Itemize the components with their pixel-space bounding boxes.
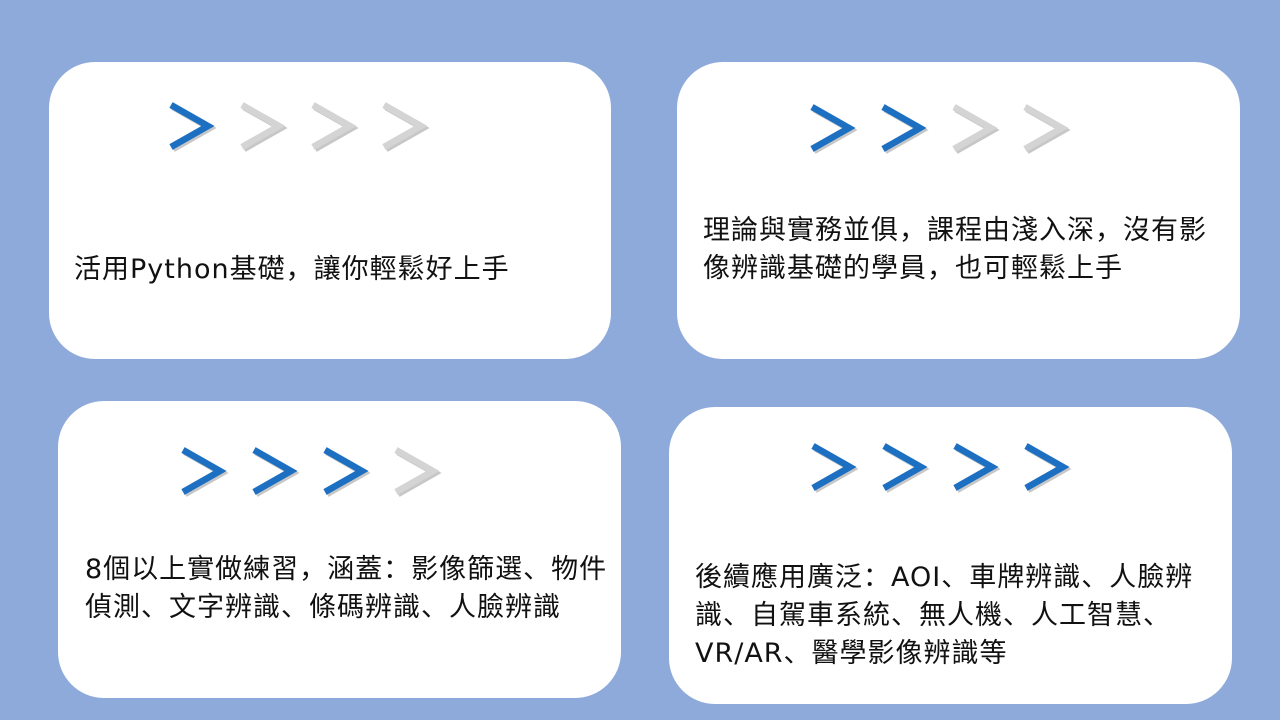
chevron-right-icon (879, 102, 929, 154)
level-indicator (808, 102, 1071, 154)
feature-card-4: 後續應用廣泛：AOI、車牌辨識、人臉辨識、自駕車系統、無人機、人工智慧、VR/A… (669, 407, 1232, 704)
chevron-right-icon (950, 102, 1000, 154)
chevron-right-icon (250, 445, 300, 497)
chevron-right-icon (167, 100, 217, 152)
feature-card-3: 8個以上實做練習，涵蓋：影像篩選、物件偵測、文字辨識、條碼辨識、人臉辨識 (58, 401, 621, 698)
chevron-right-icon (392, 445, 442, 497)
chevron-right-icon (179, 445, 229, 497)
chevron-right-icon (808, 102, 858, 154)
chevron-right-icon (809, 441, 859, 493)
card-text: 8個以上實做練習，涵蓋：影像篩選、物件偵測、文字辨識、條碼辨識、人臉辨識 (85, 554, 608, 623)
card-text: 理論與實務並俱，課程由淺入深，沒有影像辨識基礎的學員，也可輕鬆上手 (703, 215, 1207, 284)
level-indicator (179, 445, 442, 497)
chevron-right-icon (1022, 441, 1072, 493)
level-indicator (809, 441, 1072, 493)
card-text: 後續應用廣泛：AOI、車牌辨識、人臉辨識、自駕車系統、無人機、人工智慧、VR/A… (695, 562, 1194, 669)
level-indicator (167, 100, 430, 152)
chevron-right-icon (321, 445, 371, 497)
chevron-right-icon (1021, 102, 1071, 154)
chevron-right-icon (309, 100, 359, 152)
chevron-right-icon (238, 100, 288, 152)
chevron-right-icon (380, 100, 430, 152)
chevron-right-icon (951, 441, 1001, 493)
feature-card-1: 活用Python基礎，讓你輕鬆好上手 (49, 62, 611, 359)
feature-card-2: 理論與實務並俱，課程由淺入深，沒有影像辨識基礎的學員，也可輕鬆上手 (677, 62, 1240, 359)
card-text: 活用Python基礎，讓你輕鬆好上手 (74, 254, 510, 285)
chevron-right-icon (880, 441, 930, 493)
